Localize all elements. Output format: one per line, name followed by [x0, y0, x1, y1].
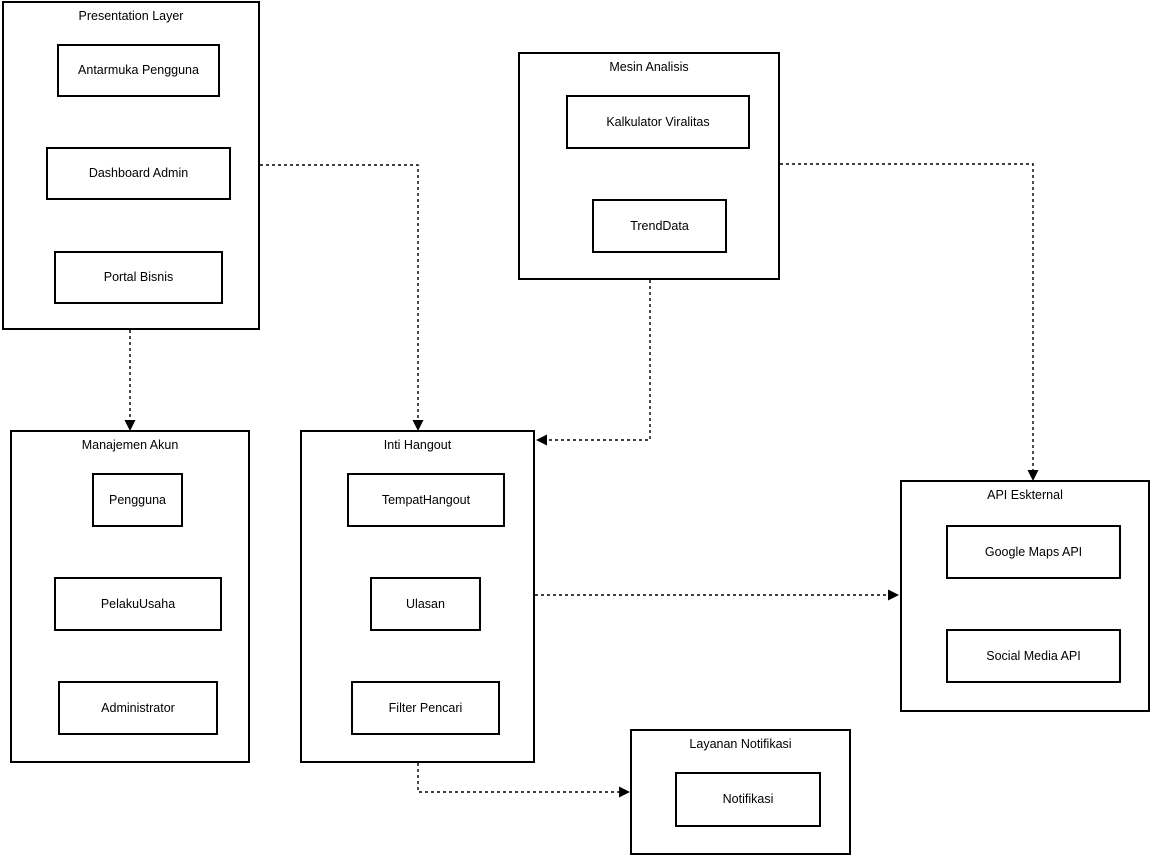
node-label-tempathangout: TempatHangout: [381, 492, 471, 507]
node-label-kalkulator-viralitas: Kalkulator Viralitas: [606, 114, 710, 129]
connector-inti-to-api: [535, 589, 899, 601]
connector-presentation-to-manajemen: [124, 330, 136, 431]
connector-mesin-to-api: [780, 163, 1039, 481]
node-label-pelakuusaha: PelakuUsaha: [100, 596, 176, 611]
package-title-mesin-analisis: Mesin Analisis: [609, 60, 689, 74]
node-label-portal-bisnis: Portal Bisnis: [103, 270, 174, 284]
node-label-filter-pencari: Filter Pencari: [388, 700, 463, 715]
node-label-trenddata: TrendData: [630, 218, 689, 233]
node-social-media-api[interactable]: Social Media API: [946, 629, 1121, 683]
package-title-presentation-layer: Presentation Layer: [78, 9, 184, 23]
node-notifikasi[interactable]: Notifikasi: [675, 772, 821, 827]
node-portal-bisnis[interactable]: Portal Bisnis: [54, 251, 223, 304]
package-title-layanan-notifikasi: Layanan Notifikasi: [689, 737, 792, 751]
node-label-dashboard-admin: Dashboard Admin: [88, 166, 189, 180]
node-filter-pencari[interactable]: Filter Pencari: [351, 681, 500, 735]
node-google-maps-api[interactable]: Google Maps API: [946, 525, 1121, 579]
node-antarmuka-pengguna[interactable]: Antarmuka Pengguna: [57, 44, 220, 97]
connector-mesin-to-inti: [536, 280, 651, 446]
node-pengguna[interactable]: Pengguna: [92, 473, 183, 527]
package-title-manajemen-akun: Manajemen Akun: [81, 438, 179, 452]
node-label-social-media-api: Social Media API: [986, 648, 1081, 663]
node-label-pengguna: Pengguna: [108, 492, 166, 507]
node-label-ulasan: Ulasan: [406, 596, 445, 611]
node-label-google-maps-api: Google Maps API: [984, 544, 1083, 559]
package-title-inti-hangout: Inti Hangout: [383, 438, 452, 452]
connector-inti-to-notifikasi: [417, 763, 630, 798]
node-tempathangout[interactable]: TempatHangout: [347, 473, 505, 527]
node-kalkulator-viralitas[interactable]: Kalkulator Viralitas: [566, 95, 750, 149]
package-title-api-eksternal: API Eskternal: [987, 488, 1063, 502]
node-trenddata[interactable]: TrendData: [592, 199, 727, 253]
connector-presentation-to-inti: [260, 164, 424, 431]
node-pelakuusaha[interactable]: PelakuUsaha: [54, 577, 222, 631]
node-label-antarmuka-pengguna: Antarmuka Pengguna: [78, 63, 199, 77]
node-dashboard-admin[interactable]: Dashboard Admin: [46, 147, 231, 200]
node-label-administrator: Administrator: [101, 700, 175, 715]
node-label-notifikasi: Notifikasi: [722, 792, 774, 806]
node-ulasan[interactable]: Ulasan: [370, 577, 481, 631]
node-administrator[interactable]: Administrator: [58, 681, 218, 735]
